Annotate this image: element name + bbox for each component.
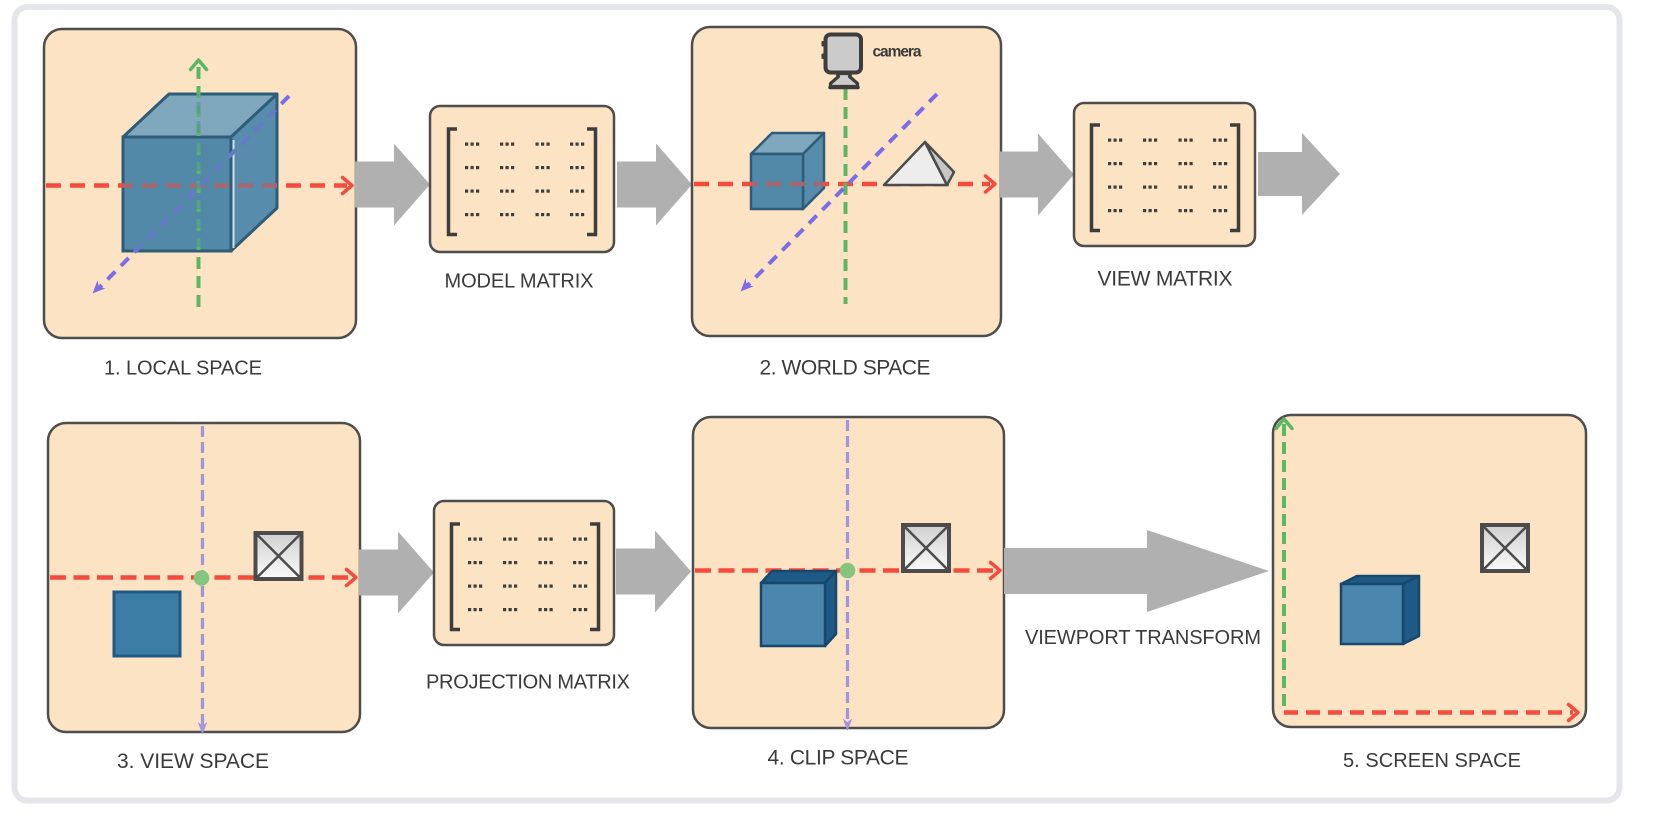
svg-text:3. VIEW SPACE: 3. VIEW SPACE (117, 750, 269, 773)
svg-text:PROJECTION MATRIX: PROJECTION MATRIX (426, 672, 630, 694)
svg-text:1. LOCAL SPACE: 1. LOCAL SPACE (104, 358, 262, 380)
svg-text:5. SCREEN SPACE: 5. SCREEN SPACE (1343, 750, 1521, 772)
svg-text:camera: camera (873, 44, 922, 61)
svg-text:MODEL MATRIX: MODEL MATRIX (445, 271, 594, 293)
svg-text:VIEW MATRIX: VIEW MATRIX (1098, 268, 1233, 291)
svg-text:2. WORLD SPACE: 2. WORLD SPACE (760, 357, 931, 380)
svg-text:VIEWPORT TRANSFORM: VIEWPORT TRANSFORM (1025, 627, 1261, 649)
svg-text:4. CLIP SPACE: 4. CLIP SPACE (768, 747, 909, 770)
